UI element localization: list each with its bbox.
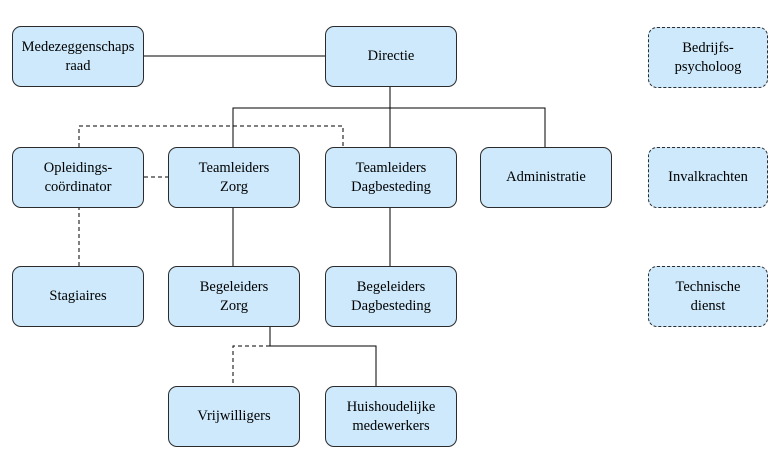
node-label: Teamleiders Zorg — [198, 159, 270, 195]
node-label: Bedrijfs- psycholoog — [674, 39, 742, 75]
node-label: Opleidings- coördinator — [43, 159, 113, 195]
node-technische-dienst: Technische dienst — [648, 266, 768, 327]
node-directie: Directie — [325, 26, 457, 87]
node-administratie: Administratie — [480, 147, 612, 208]
node-bedrijfspsycholoog: Bedrijfs- psycholoog — [648, 27, 768, 88]
connector-directie-bus — [232, 107, 546, 147]
dashed-opleidingen-dagbesteding — [78, 125, 344, 147]
node-begeleiders-zorg: Begeleiders Zorg — [168, 266, 300, 327]
node-label: Invalkrachten — [668, 169, 748, 185]
node-begeleiders-dagbesteding: Begeleiders Dagbesteding — [325, 266, 457, 327]
node-label: Administratie — [506, 169, 586, 185]
node-stagiaires: Stagiaires — [12, 266, 144, 327]
connector-blzorg-bus — [269, 326, 377, 386]
node-label: Vrijwilligers — [197, 408, 271, 424]
node-opleidingscoordinator: Opleidings- coördinator — [12, 147, 144, 208]
node-label: Huishoudelijke medewerkers — [346, 398, 436, 434]
node-teamleiders-zorg: Teamleiders Zorg — [168, 147, 300, 208]
dashed-blzorg-vrijwilligers — [232, 345, 270, 386]
node-vrijwilligers: Vrijwilligers — [168, 386, 300, 447]
node-invalkrachten: Invalkrachten — [648, 147, 768, 208]
node-label: Teamleiders Dagbesteding — [351, 159, 431, 195]
node-label: Directie — [367, 48, 415, 64]
node-label: Begeleiders Dagbesteding — [351, 278, 431, 314]
node-huishoudelijke-medewerkers: Huishoudelijke medewerkers — [325, 386, 457, 447]
node-teamleiders-dagbesteding: Teamleiders Dagbesteding — [325, 147, 457, 208]
node-label: Begeleiders Zorg — [199, 278, 269, 314]
node-label: Technische dienst — [675, 278, 741, 314]
node-label: Stagiaires — [49, 288, 107, 304]
node-medezeggenschapsraad: Medezeggenschaps raad — [12, 26, 144, 87]
node-label: Medezeggenschaps raad — [21, 38, 135, 74]
